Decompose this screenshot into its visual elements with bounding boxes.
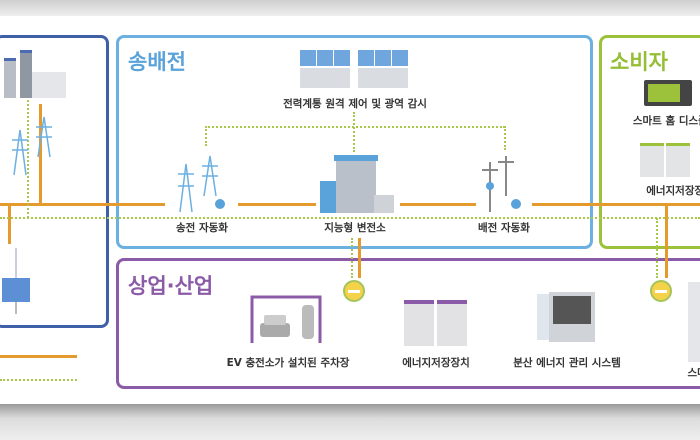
consumer-energy-storage-icon — [640, 143, 690, 177]
bottom-shadow-band — [0, 404, 700, 440]
label-smart-substation: 지능형 변전소 — [324, 222, 386, 234]
power-line-drop — [8, 204, 11, 244]
power-line-drop — [39, 104, 42, 204]
label-distribution-automation: 배전 자동화 — [478, 222, 530, 234]
transmission-automation-icon — [178, 155, 225, 213]
consumer-section — [599, 35, 700, 249]
transmission-title: 송배전 — [128, 50, 186, 74]
label-smart-home-display: 스마트 홈 디스플레이 — [632, 115, 700, 127]
data-line-drop — [205, 126, 207, 146]
commercial-section — [116, 258, 700, 389]
smart-home-display-icon — [644, 80, 692, 106]
commercial-energy-storage-icon — [404, 300, 467, 346]
label-ev-parking: EV 충전소가 설치된 주차장 — [226, 357, 350, 369]
power-line-drop — [358, 238, 361, 278]
label-remote-control: 전력계통 원격 제어 및 광역 감시 — [283, 98, 427, 110]
power-line-segment — [238, 203, 316, 206]
renewable-icon — [2, 248, 30, 314]
commercial-title: 상업·산업 — [128, 274, 214, 298]
power-line-main — [0, 203, 165, 206]
data-line-drop — [504, 126, 506, 150]
top-shadow-band — [0, 0, 700, 16]
data-line-drop — [656, 218, 658, 278]
generation-section — [0, 35, 109, 328]
transmission-tower-icon — [12, 116, 52, 176]
data-line-drop — [351, 238, 353, 278]
transmission-section — [116, 35, 593, 249]
data-line-drop — [27, 100, 29, 218]
smart-substation-icon — [320, 155, 394, 213]
data-line-drop — [353, 112, 355, 152]
label-consumer-energy-storage: 에너지저장장치 — [646, 185, 700, 197]
legend-power-line — [0, 355, 77, 358]
power-plant-icon — [4, 50, 66, 98]
label-smart-building: 스마트 — [687, 367, 700, 379]
distribution-automation-icon — [482, 156, 521, 212]
smart-meter-icon — [343, 280, 365, 302]
label-commercial-energy-storage: 에너지저장장치 — [402, 357, 470, 369]
power-line-segment — [532, 203, 700, 206]
label-energy-management: 분산 에너지 관리 시스템 — [513, 357, 621, 369]
legend-data-line — [0, 379, 77, 381]
ev-charging-icon — [250, 295, 322, 343]
data-line-main — [0, 217, 700, 219]
control-room-icon — [300, 50, 408, 88]
data-line-top — [205, 126, 505, 128]
power-line-segment — [400, 203, 476, 206]
power-line-drop — [665, 205, 668, 278]
smart-building-icon — [688, 282, 700, 362]
smart-meter-icon — [650, 280, 672, 302]
consumer-title: 소비자 — [610, 50, 668, 74]
label-transmission-automation: 송전 자동화 — [176, 222, 228, 234]
energy-management-system-icon — [537, 292, 595, 342]
